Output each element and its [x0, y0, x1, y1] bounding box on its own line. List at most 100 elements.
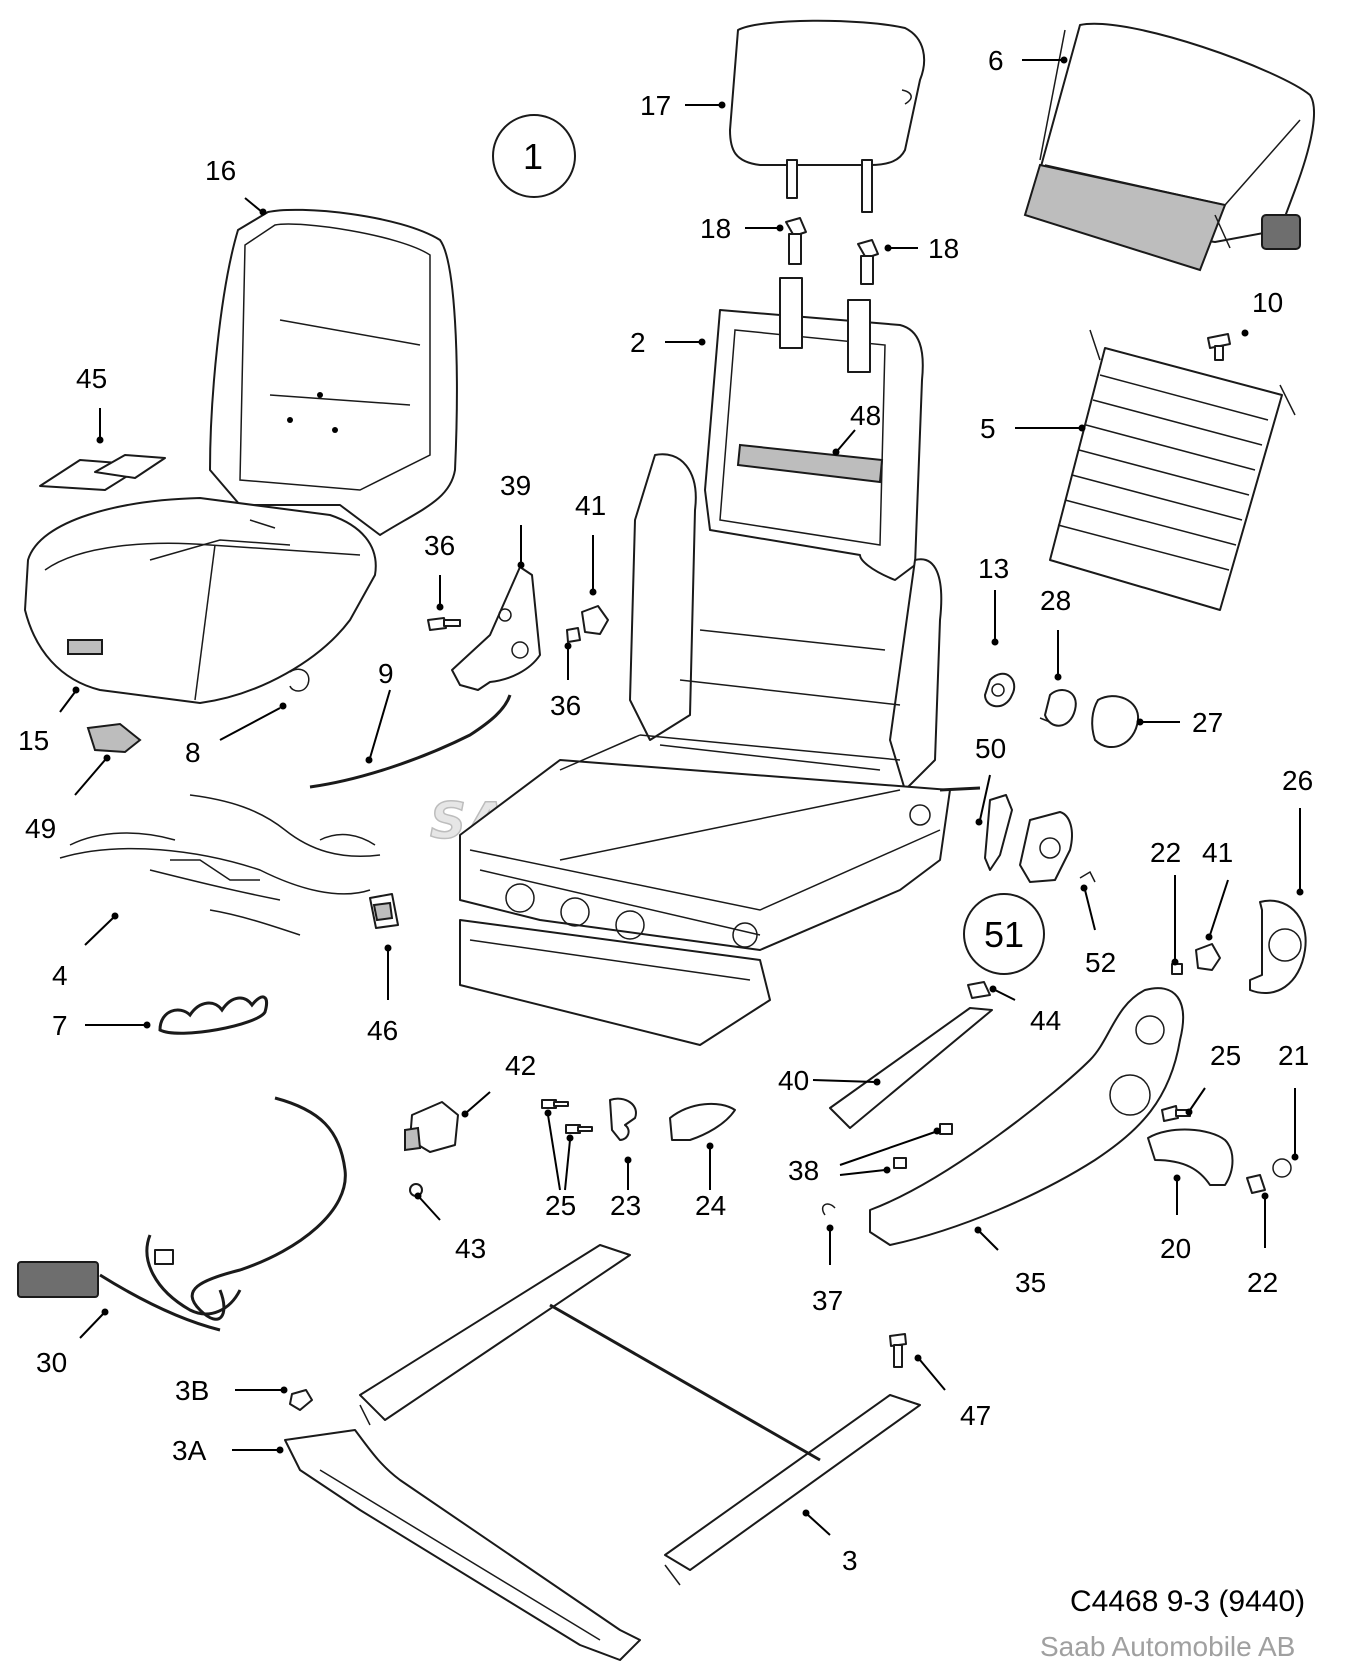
wiring-harness-part: [17, 1096, 347, 1332]
label-part-3: 3: [842, 1545, 858, 1576]
label-part-51: 51: [984, 914, 1024, 955]
label-part-47: 47: [960, 1400, 991, 1431]
diagram-code: C4468 9-3 (9440): [1070, 1585, 1305, 1618]
heater-pad-part: [39, 454, 166, 491]
label-part-41-upper: 41: [575, 490, 606, 521]
label-part-36-upper: 36: [424, 530, 455, 561]
part-3-seat-rails: [359, 1244, 921, 1586]
label-part-39: 39: [500, 470, 531, 501]
label-part-5: 5: [980, 413, 996, 444]
label-part-52: 52: [1085, 947, 1116, 978]
label-part-17: 17: [640, 90, 671, 121]
label-part-10: 10: [1252, 287, 1283, 318]
label-part-3a: 3A: [172, 1435, 207, 1466]
label-part-30: 30: [36, 1347, 67, 1378]
recliner-bracket-part: [451, 566, 541, 691]
label-part-8: 8: [185, 737, 201, 768]
seat-cushion-part: [24, 497, 377, 704]
label-part-27: 27: [1192, 707, 1223, 738]
label-part-48: 48: [850, 400, 881, 431]
footer-brand: Saab Automobile AB: [1040, 1631, 1295, 1662]
part-25-screw-right: [1161, 1105, 1191, 1122]
part-22-upper-screw: [1171, 963, 1183, 975]
part-37-clip: [821, 1203, 836, 1216]
part-51-recliner-mechanism: [1019, 811, 1073, 883]
part-44-cap: [967, 981, 991, 999]
label-part-9: 9: [378, 658, 394, 689]
bushing-41-lower-part: [1195, 943, 1221, 971]
assembly-circle-51: [963, 893, 1045, 975]
part-26-knob: [1249, 899, 1307, 995]
headrest-guide-left: [785, 217, 807, 265]
label-part-42: 42: [505, 1050, 536, 1081]
label-part-21: 21: [1278, 1040, 1309, 1071]
label-part-22-lower: 22: [1247, 1267, 1278, 1298]
label-part-20: 20: [1160, 1233, 1191, 1264]
label-part-35: 35: [1015, 1267, 1046, 1298]
label-part-50: 50: [975, 733, 1006, 764]
label-part-25-center: 25: [545, 1190, 576, 1221]
part-24-cap: [669, 1102, 736, 1141]
clip-part: [289, 668, 310, 692]
label-part-41-lower: 41: [1202, 837, 1233, 868]
part-3b-plug: [289, 1389, 313, 1411]
part-42-switch: [404, 1101, 459, 1153]
part-27-cap: [1091, 695, 1140, 749]
backrest-cover-part: [1023, 22, 1316, 272]
backrest-cushion-part: [209, 208, 458, 536]
headrest-part: [729, 19, 926, 213]
assembly-circle-1: [492, 114, 576, 198]
part-50-lever: [984, 794, 1013, 871]
label-part-36-lower: 36: [550, 690, 581, 721]
part-38-clip-lower: [893, 1157, 907, 1169]
part-38-clip-upper: [939, 1123, 953, 1135]
side-trim-part: [869, 987, 1185, 1246]
label-part-16: 16: [205, 155, 236, 186]
label-part-24: 24: [695, 1190, 726, 1221]
bolt-36-upper-part: [427, 617, 461, 631]
label-part-45: 45: [76, 363, 107, 394]
label-part-6: 6: [988, 45, 1004, 76]
label-part-25-right: 25: [1210, 1040, 1241, 1071]
label-part-28: 28: [1040, 585, 1071, 616]
part-21-clip: [1272, 1158, 1292, 1178]
label-part-2: 2: [630, 327, 646, 358]
label-part-23: 23: [610, 1190, 641, 1221]
part-22-lower-screw: [1246, 1174, 1266, 1194]
label-part-26: 26: [1282, 765, 1313, 796]
trim-strip-part: [829, 1007, 993, 1129]
lumbar-support-part: [1049, 329, 1296, 611]
label-part-43: 43: [455, 1233, 486, 1264]
label-part-37: 37: [812, 1285, 843, 1316]
part-52-spring: [1079, 870, 1096, 883]
part-20-handle: [1147, 1128, 1234, 1186]
seat-frame-part: [459, 277, 981, 1046]
part-13-spring-clip: [984, 672, 1016, 708]
clip-49-part: [86, 722, 142, 754]
bolt-36-lower-part: [566, 627, 581, 643]
label-part-18-right: 18: [928, 233, 959, 264]
label-part-15: 15: [18, 725, 49, 756]
label-part-13: 13: [978, 553, 1009, 584]
label-part-44: 44: [1030, 1005, 1061, 1036]
part-28-ring: [1039, 689, 1077, 727]
screw-10-part: [1207, 333, 1231, 361]
label-part-40: 40: [778, 1065, 809, 1096]
part-3a-rail-bracket: [284, 1429, 641, 1661]
label-part-3b: 3B: [175, 1375, 209, 1406]
label-part-4: 4: [52, 960, 68, 991]
part-25-screws-center: [541, 1099, 593, 1134]
headrest-guide-right: [857, 239, 879, 285]
label-part-22-upper: 22: [1150, 837, 1181, 868]
label-part-46: 46: [367, 1015, 398, 1046]
label-part-7: 7: [52, 1010, 68, 1041]
coil-spring-part: [158, 995, 268, 1035]
spring-mat-part: [59, 794, 381, 936]
part-23-clip: [609, 1097, 637, 1141]
bracket-46-part: [369, 893, 399, 929]
part-47-bolt: [889, 1333, 907, 1368]
label-part-49: 49: [25, 813, 56, 844]
label-part-38: 38: [788, 1155, 819, 1186]
bushing-41-upper-part: [581, 605, 609, 635]
